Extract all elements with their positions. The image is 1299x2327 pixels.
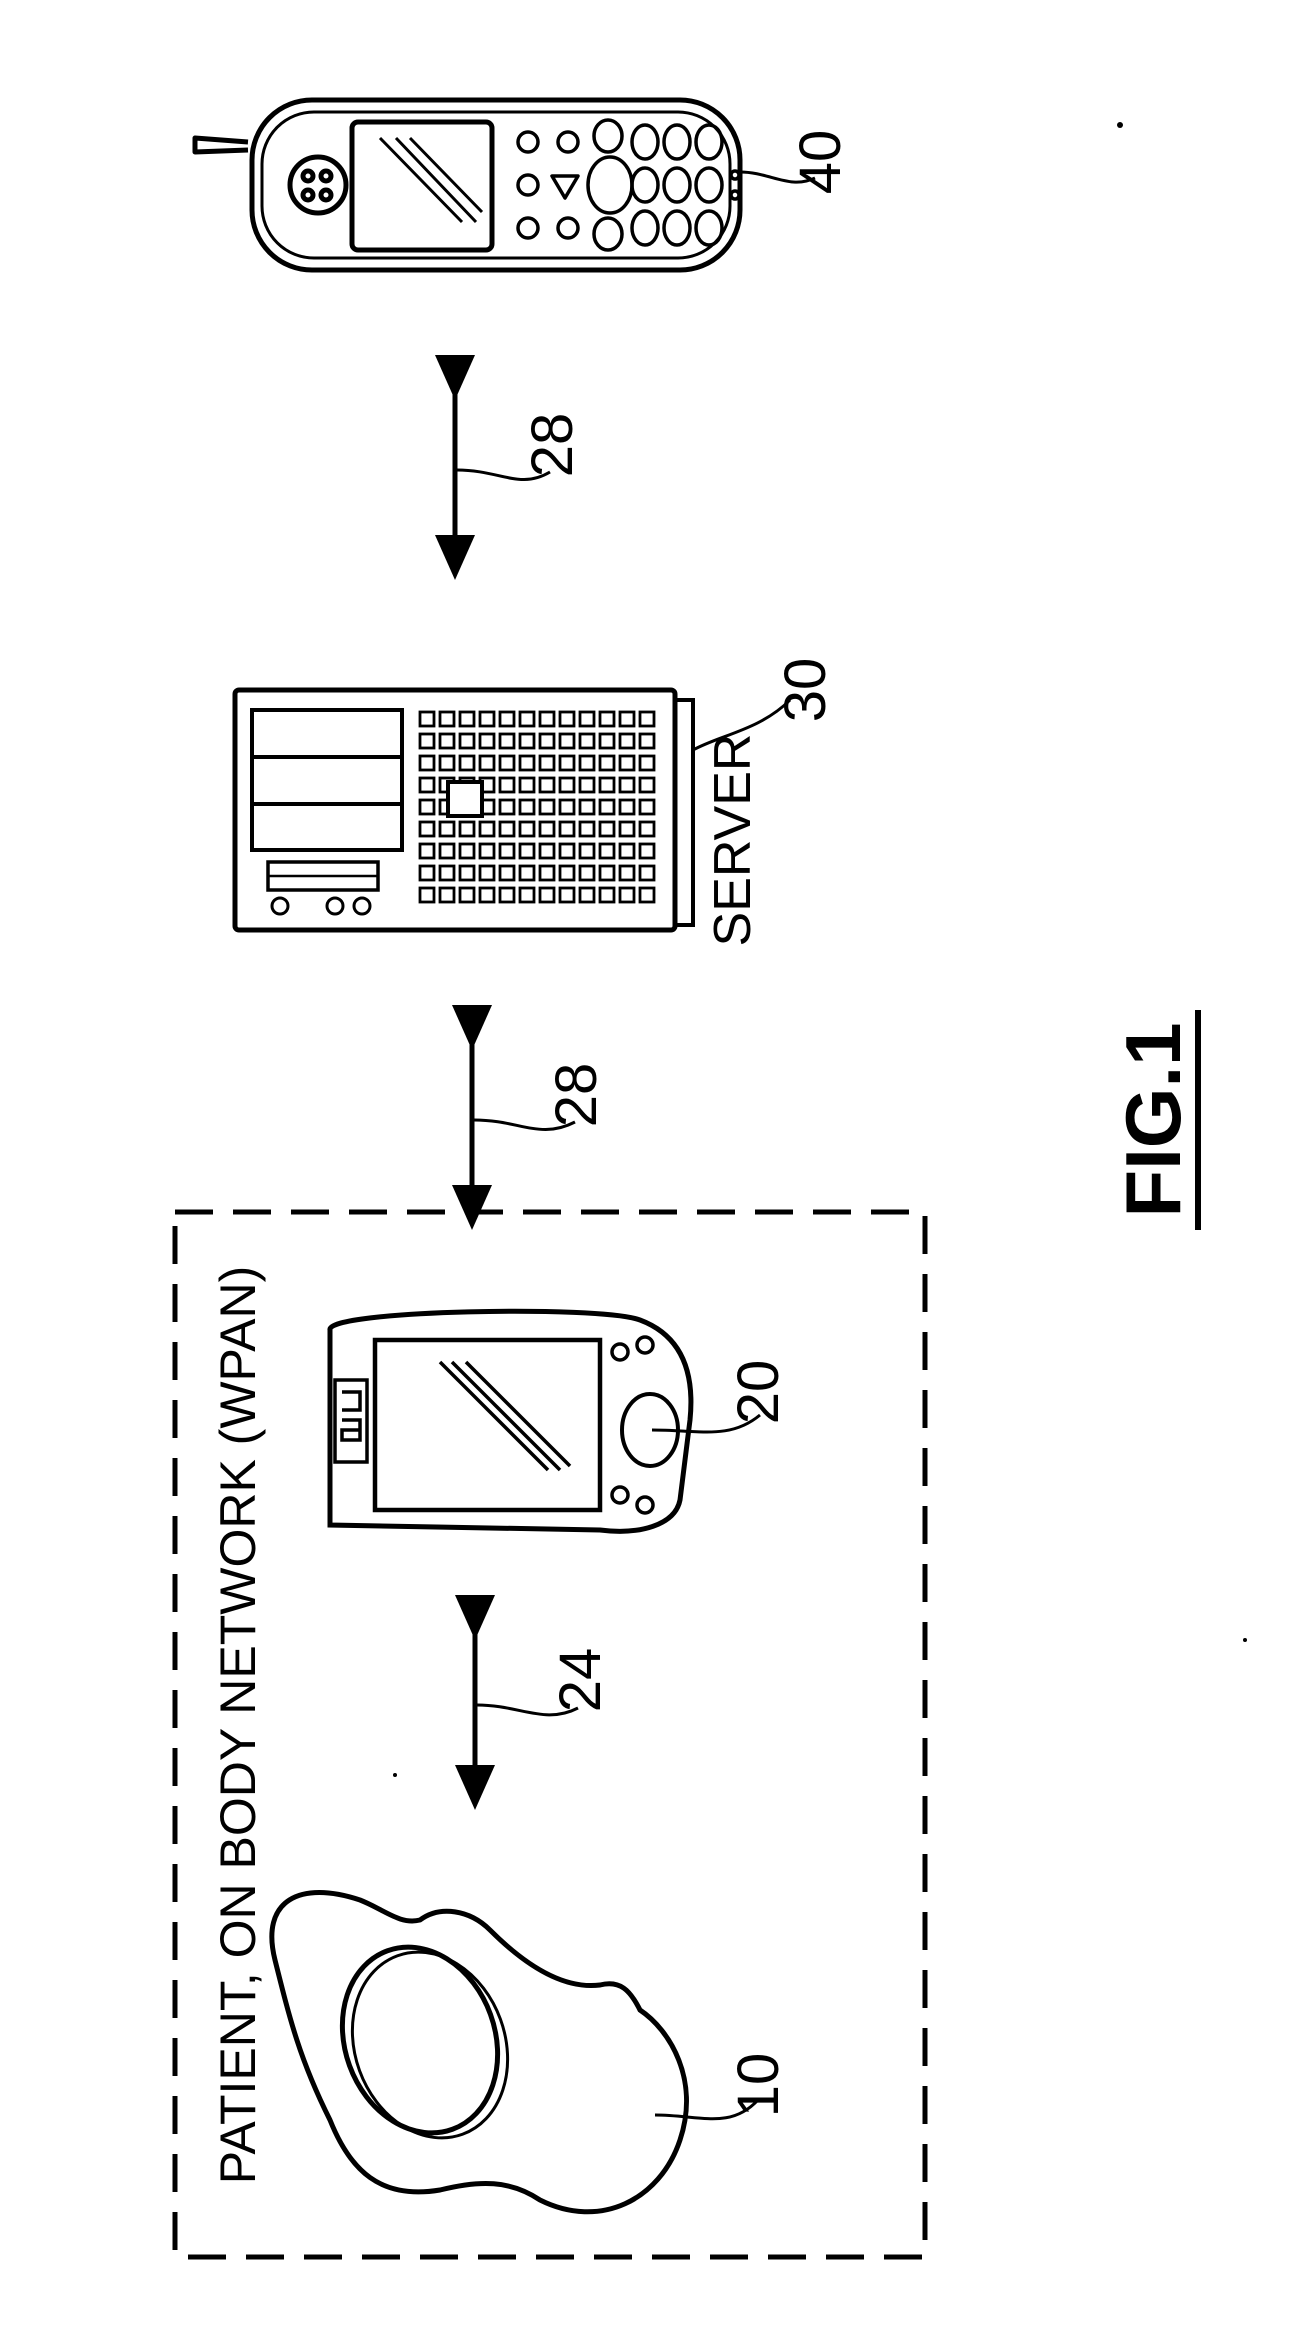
phone-keypad (518, 120, 739, 250)
phone-ref-number: 40 (788, 130, 853, 195)
link-server-phone-ref: 28 (520, 413, 585, 478)
patient-device-ref: 10 (726, 2053, 791, 2118)
wpan-boundary (175, 1212, 925, 2257)
drive-bays (252, 710, 402, 850)
earpiece-icon (290, 157, 346, 213)
pda-ref-number: 20 (726, 1360, 791, 1425)
figure-caption: FIG.1 (1109, 1022, 1197, 1217)
wpan-label: PATIENT, ON BODY NETWORK (WPAN) (210, 1266, 266, 2185)
mobile-phone (195, 100, 815, 270)
pda-screen (375, 1340, 600, 1510)
patient-device (272, 1893, 758, 2212)
server-label: SERVER (704, 734, 762, 947)
phone-screen (352, 122, 492, 250)
server-ref-number: 30 (773, 658, 838, 723)
pda-device (330, 1311, 760, 1531)
pda-logo-icon (335, 1380, 367, 1462)
link-pda-server-ref: 28 (544, 1063, 609, 1128)
link-local-ref: 24 (548, 1648, 613, 1713)
